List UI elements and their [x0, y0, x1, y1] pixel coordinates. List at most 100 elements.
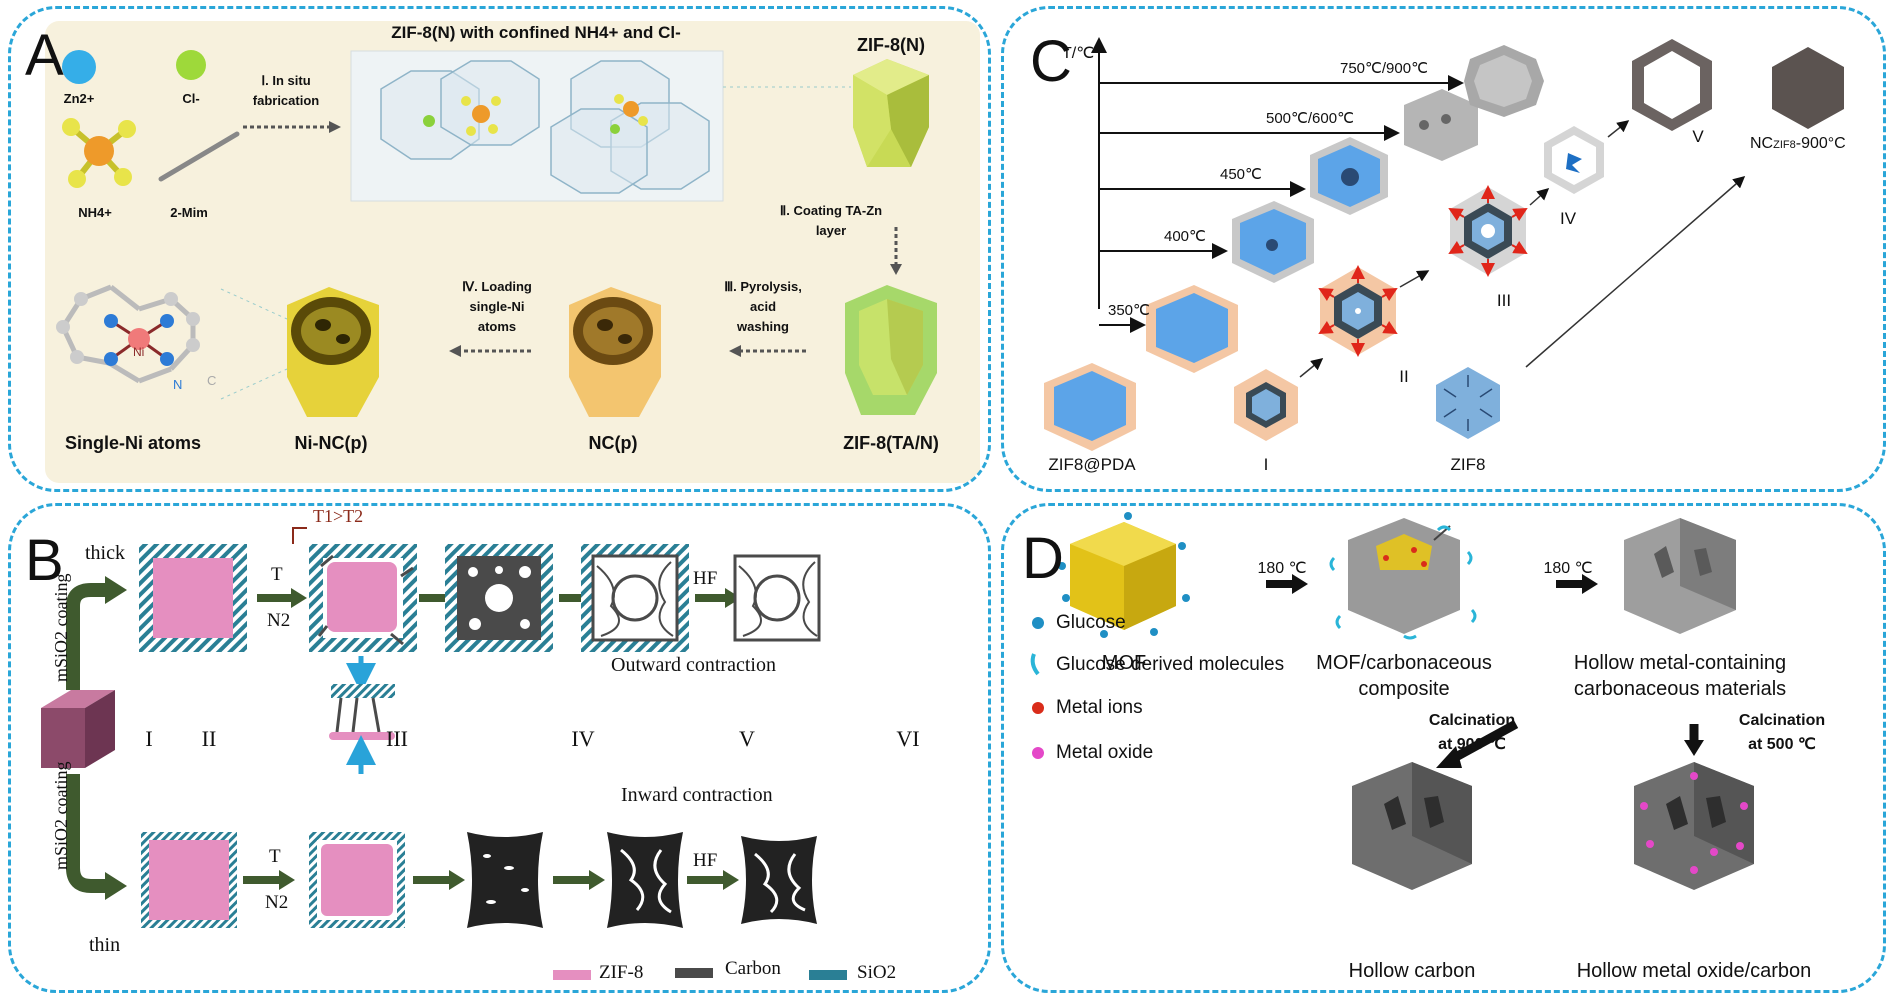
hollow-oxide-label: Hollow metal oxide/carbon [1576, 960, 1812, 982]
stage-b-1: I [145, 726, 153, 751]
legend-metal-oxide-icon [1032, 747, 1044, 759]
composite-polyhedron [1348, 518, 1460, 634]
step3-line2: acid [749, 299, 777, 314]
hf-label-top: HF [693, 568, 718, 589]
temp-label-500: 500℃/600℃ [1266, 110, 1354, 127]
panel-b: B thick thin mSiO2 coating mSiO2 coating… [8, 503, 991, 993]
zif8tan-crystal [845, 285, 937, 415]
temp-label-750: 750℃/900℃ [1340, 60, 1428, 77]
hollow-oxide-polyhedron [1634, 762, 1754, 890]
panel-c-letter: C [1030, 29, 1072, 94]
mim-linker-icon [158, 131, 240, 182]
calc900-label-2: at 900 ℃ [1438, 736, 1506, 753]
n-atom-label: N [173, 377, 183, 392]
stage-b-4: IV [571, 726, 595, 751]
zif8-label: ZIF8 [1450, 455, 1486, 474]
zn-label: Zn2+ [63, 91, 95, 106]
legend-glucose-derived-icon [1030, 653, 1040, 676]
stage-b-6: VI [896, 726, 920, 751]
legend-sio2-label: SiO2 [857, 962, 897, 983]
mof-label: MOF [1101, 652, 1147, 674]
pyrolysis-arrow-top [291, 588, 307, 608]
stage5-bottom [607, 832, 683, 928]
panel-c-graphics [1044, 37, 1844, 451]
mim-label: 2-Mim [170, 205, 208, 220]
hex-stage-4 [1544, 126, 1604, 194]
step4-line3: atoms [477, 319, 517, 334]
zif8n-label: ZIF-8(N) [857, 35, 925, 55]
thin-label: thin [89, 934, 121, 956]
glucose-dots-mof [1058, 512, 1190, 638]
hollow-metal-label-1: Hollow metal-containing [1573, 652, 1787, 674]
hex-zif8 [1436, 367, 1500, 439]
t-label-top: T [271, 564, 283, 585]
nc-suffix: -900°C [1795, 135, 1846, 152]
arrow-180-1 [1292, 574, 1308, 594]
legend-carbon-swatch [675, 968, 713, 978]
thick-label: thick [85, 542, 125, 564]
legend-metal-ions-icon [1032, 702, 1044, 714]
glucose-derived-curls [1329, 525, 1477, 640]
particle-450 [1310, 137, 1388, 215]
stage-b-5: V [739, 726, 755, 751]
stage-label-5: V [1692, 127, 1704, 146]
nc-main: NC [1750, 135, 1774, 152]
panel-a-graphics [45, 21, 980, 483]
coating-thick-arrow [66, 583, 107, 690]
hollow-metal-polyhedron [1624, 518, 1736, 634]
step1-line2: fabrication [252, 93, 320, 108]
c-atom-label: C [207, 373, 217, 388]
panel-d-letter: D [1022, 526, 1064, 591]
legend-metal-ions-label: Metal ions [1056, 697, 1143, 718]
inward-contraction-label: Inward contraction [621, 784, 773, 806]
temp-label-1: 180 ℃ [1257, 560, 1307, 577]
temp-label-2: 180 ℃ [1543, 560, 1593, 577]
stage-b-2: II [201, 726, 217, 751]
nincp-particle [287, 287, 379, 417]
calc500-label-2: at 500 ℃ [1748, 736, 1816, 753]
stage4-bottom [467, 832, 543, 928]
temperature-axis-label: T/℃ [1062, 45, 1095, 62]
arrow-180-2 [1582, 574, 1598, 594]
legend-zif8-swatch [553, 970, 591, 980]
zn-ion-icon [62, 50, 96, 84]
nc-zif8-label: NCZIF8-900°C [1750, 135, 1846, 153]
panel-b-graphics [41, 527, 847, 980]
ncp-label: NC(p) [588, 433, 638, 453]
panel-a-letter: A [25, 23, 64, 88]
step2-line2: layer [815, 223, 847, 238]
particle-350 [1146, 285, 1238, 373]
nh4-label: NH4+ [78, 205, 112, 220]
panel-a-background [45, 21, 980, 483]
calc900-label-1: Calcination [1428, 712, 1516, 729]
panel-c: C T/℃ 750℃/900℃ 500℃/600℃ 450℃ 400℃ 350℃… [1001, 6, 1886, 492]
legend-zif8-label: ZIF-8 [599, 962, 644, 983]
panel-b-letter: B [25, 528, 64, 593]
nh4-molecule-icon [62, 118, 136, 188]
coating-label-bottom: mSiO2 coating [51, 761, 71, 871]
legend-glucose-icon [1032, 617, 1044, 629]
legend-glucose-label: Glucose [1056, 612, 1126, 633]
temp-label-450: 450℃ [1220, 166, 1262, 183]
panel-a: A ZIF-8(N) with confined NH4+ and Cl- Zn… [8, 6, 991, 492]
stage-label-1: I [1263, 455, 1269, 474]
pyrolysis-arrow-bottom [279, 870, 295, 890]
step3-line1: Ⅲ. Pyrolysis, [724, 279, 802, 294]
calc500-label-1: Calcination [1738, 712, 1826, 729]
particle-500 [1404, 89, 1478, 161]
hex-stage-2 [1320, 267, 1396, 355]
stage-label-2: II [1399, 367, 1409, 386]
panel-d-graphics [1030, 512, 1754, 890]
step4-line1: Ⅳ. Loading [462, 279, 532, 294]
nc-zif8-900 [1772, 47, 1844, 129]
stage-b-3: III [386, 726, 408, 751]
hollow-metal-label-2: carbonaceous materials [1573, 678, 1787, 700]
zif8n-crystal [853, 59, 929, 167]
temp-label-400: 400℃ [1164, 228, 1206, 245]
stage-label-4: IV [1559, 209, 1577, 228]
n2-label-top: N2 [267, 610, 291, 631]
coating-thin-arrow [66, 774, 107, 893]
zif8pda-label: ZIF8@PDA [1048, 455, 1136, 474]
hex-stage-3 [1450, 187, 1526, 275]
step2-line1: Ⅱ. Coating TA-Zn [779, 203, 883, 218]
